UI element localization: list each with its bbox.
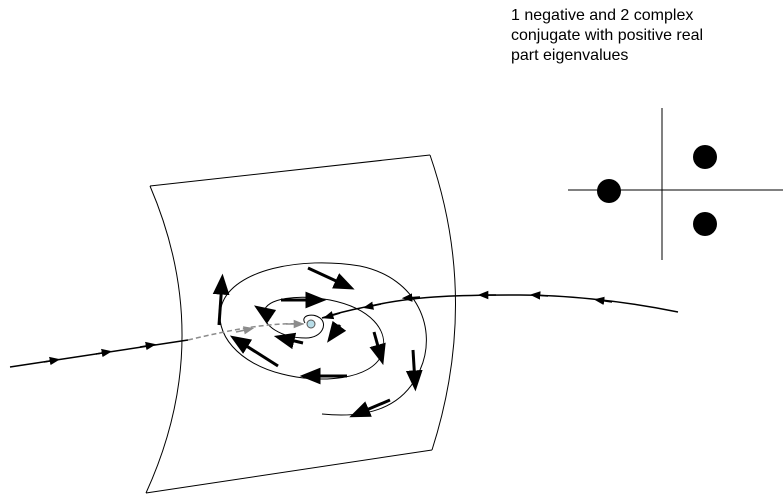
spiral-arrow-2 xyxy=(327,320,347,343)
surface-left-edge xyxy=(145,185,183,494)
eigenvalue-plane xyxy=(568,108,783,260)
right-arrow-2 xyxy=(529,291,549,300)
spiral-curve xyxy=(219,262,427,416)
spiral-arrow-4 xyxy=(254,305,277,324)
surface-bottom-edge xyxy=(145,449,433,494)
caption-line-2: conjugate with positive real xyxy=(511,27,704,44)
spiral-trajectory xyxy=(212,262,427,418)
left-arrow-2 xyxy=(95,348,113,358)
caption-line-1: 1 negative and 2 complex xyxy=(511,7,694,24)
left-arrow-3 xyxy=(139,341,157,351)
spiral-arrow-3 xyxy=(273,332,304,350)
surface-top-edge xyxy=(149,154,431,187)
incoming-trajectory-right xyxy=(321,290,679,320)
eigenvalue-caption: 1 negative and 2 complex conjugate with … xyxy=(511,6,781,66)
surface-right-edge xyxy=(429,154,456,451)
spiral-arrow-9 xyxy=(212,273,230,326)
caption-line-3: part eigenvalues xyxy=(511,47,629,64)
left-arrow-1 xyxy=(43,356,61,366)
eigenvalue-complex-lower xyxy=(693,212,717,236)
manifold-surface xyxy=(145,154,456,494)
right-trajectory-curve xyxy=(321,294,679,319)
eigenvalue-negative-real xyxy=(597,179,621,203)
equilibrium-point xyxy=(306,319,316,329)
spiral-arrow-11 xyxy=(349,398,391,418)
dashed-arrow-1 xyxy=(235,326,255,335)
right-arrow-4 xyxy=(401,293,421,302)
spiral-arrow-5 xyxy=(307,266,355,290)
right-arrow-5 xyxy=(362,301,382,310)
spiral-arrow-6 xyxy=(369,331,386,366)
spiral-arrow-10 xyxy=(405,349,423,392)
left-trajectory-dashed xyxy=(187,322,307,341)
eigenvalue-complex-upper xyxy=(693,145,717,169)
incoming-trajectory-left xyxy=(9,319,307,368)
right-arrow-1 xyxy=(593,296,613,306)
right-arrow-6 xyxy=(322,311,341,320)
spiral-arrow-8 xyxy=(229,335,279,368)
